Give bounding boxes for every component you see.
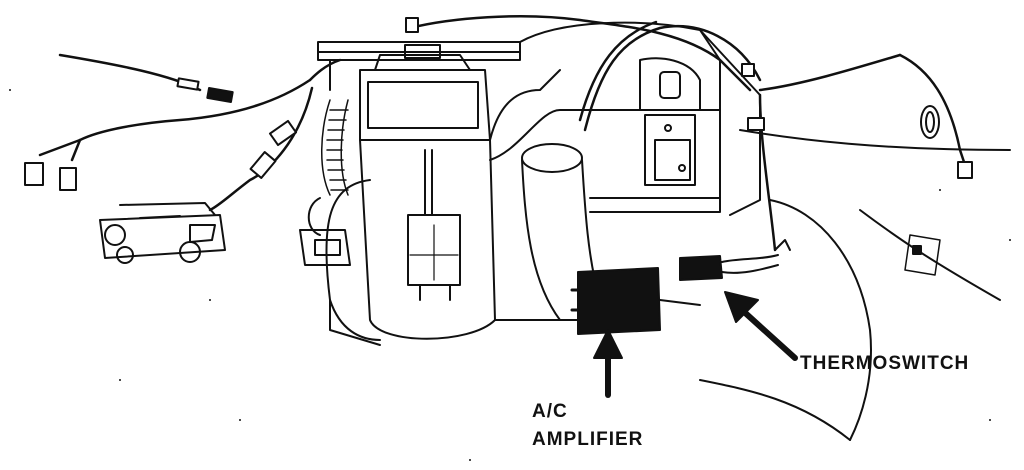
harness-connectors	[24, 17, 973, 191]
ac-amplifier-label-line2: AMPLIFIER	[532, 429, 644, 450]
firewall-panel	[699, 105, 1011, 441]
callout-arrows	[593, 291, 798, 398]
ac-amplifier-label-line1: A/C	[532, 401, 568, 422]
control-assembly	[99, 202, 226, 264]
thermoswitch-unit	[679, 239, 791, 281]
amplifier-arrow-head	[593, 329, 623, 359]
scan-speckles	[9, 89, 1011, 461]
mounting-bracket	[589, 114, 721, 213]
ac-amplifier-unit	[570, 267, 701, 335]
thermoswitch-arrow-shaft	[739, 307, 798, 361]
dash-ledge	[317, 21, 761, 216]
corrugated-hose	[321, 99, 349, 196]
thermoswitch-label: THERMOSWITCH	[800, 353, 970, 374]
wiring-harness	[38, 15, 967, 252]
heater-case	[299, 44, 721, 346]
thermoswitch-arrow-head	[724, 291, 759, 323]
